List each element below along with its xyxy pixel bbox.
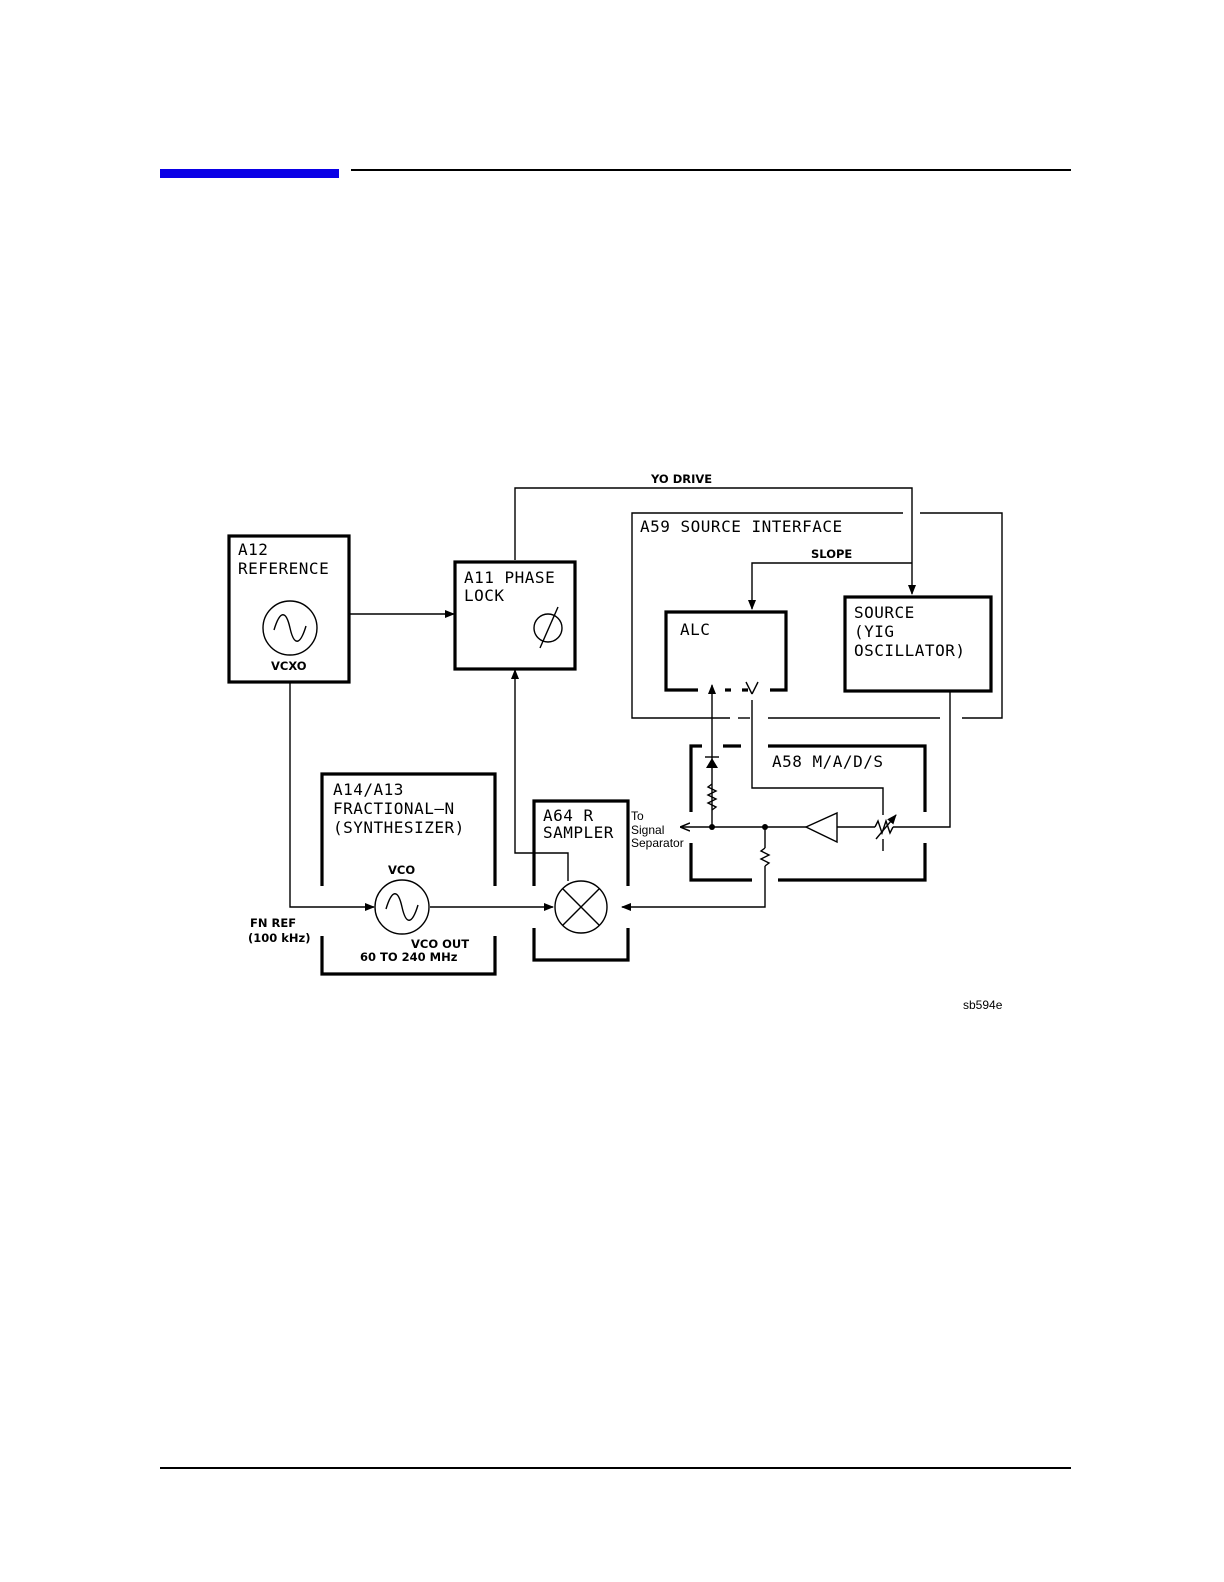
figure-reference: sb594e — [963, 998, 1003, 1012]
source-label-line3: OSCILLATOR) — [854, 641, 965, 660]
vcxo-label: VCXO — [271, 659, 307, 673]
sampler-to-phase-lock-line — [515, 670, 568, 881]
a14-label-line3: (SYNTHESIZER) — [333, 818, 465, 837]
a14-label-line2: FRACTIONAL–N — [333, 799, 455, 818]
fn-ref-label-line2: (100 kHz) — [248, 931, 311, 945]
source-label-line1: SOURCE — [854, 603, 915, 622]
slope-label: SLOPE — [811, 547, 852, 561]
source-label-line2: (YIG — [854, 622, 895, 641]
a11-label-line1: A11 PHASE — [464, 568, 555, 587]
a12-label-line1: A12 — [238, 540, 268, 559]
a64-label-line2: SAMPLER — [543, 823, 614, 842]
a11-label-line2: LOCK — [464, 586, 505, 605]
yo-drive-label: YO DRIVE — [650, 472, 712, 486]
fn-ref-label-line1: FN REF — [250, 916, 296, 930]
a14-label-line1: A14/A13 — [333, 780, 404, 799]
alc-control-line — [746, 682, 883, 815]
a59-source-interface-outline — [632, 513, 1002, 718]
a58-label: A58 M/A/D/S — [772, 752, 883, 771]
to-label-line2: Signal — [631, 823, 664, 837]
alc-label: ALC — [680, 620, 710, 639]
to-label-line1: To — [631, 809, 644, 823]
vco-out-label-line1: VCO OUT — [411, 937, 469, 951]
to-label-line3: Separator — [631, 836, 684, 850]
a58-rf-path — [622, 691, 950, 907]
a12-label-line2: REFERENCE — [238, 559, 329, 578]
vco-out-label-line2: 60 TO 240 MHz — [360, 950, 458, 964]
detector-path — [705, 685, 719, 830]
vco-label: VCO — [388, 863, 415, 877]
a59-label: A59 SOURCE INTERFACE — [640, 517, 843, 536]
